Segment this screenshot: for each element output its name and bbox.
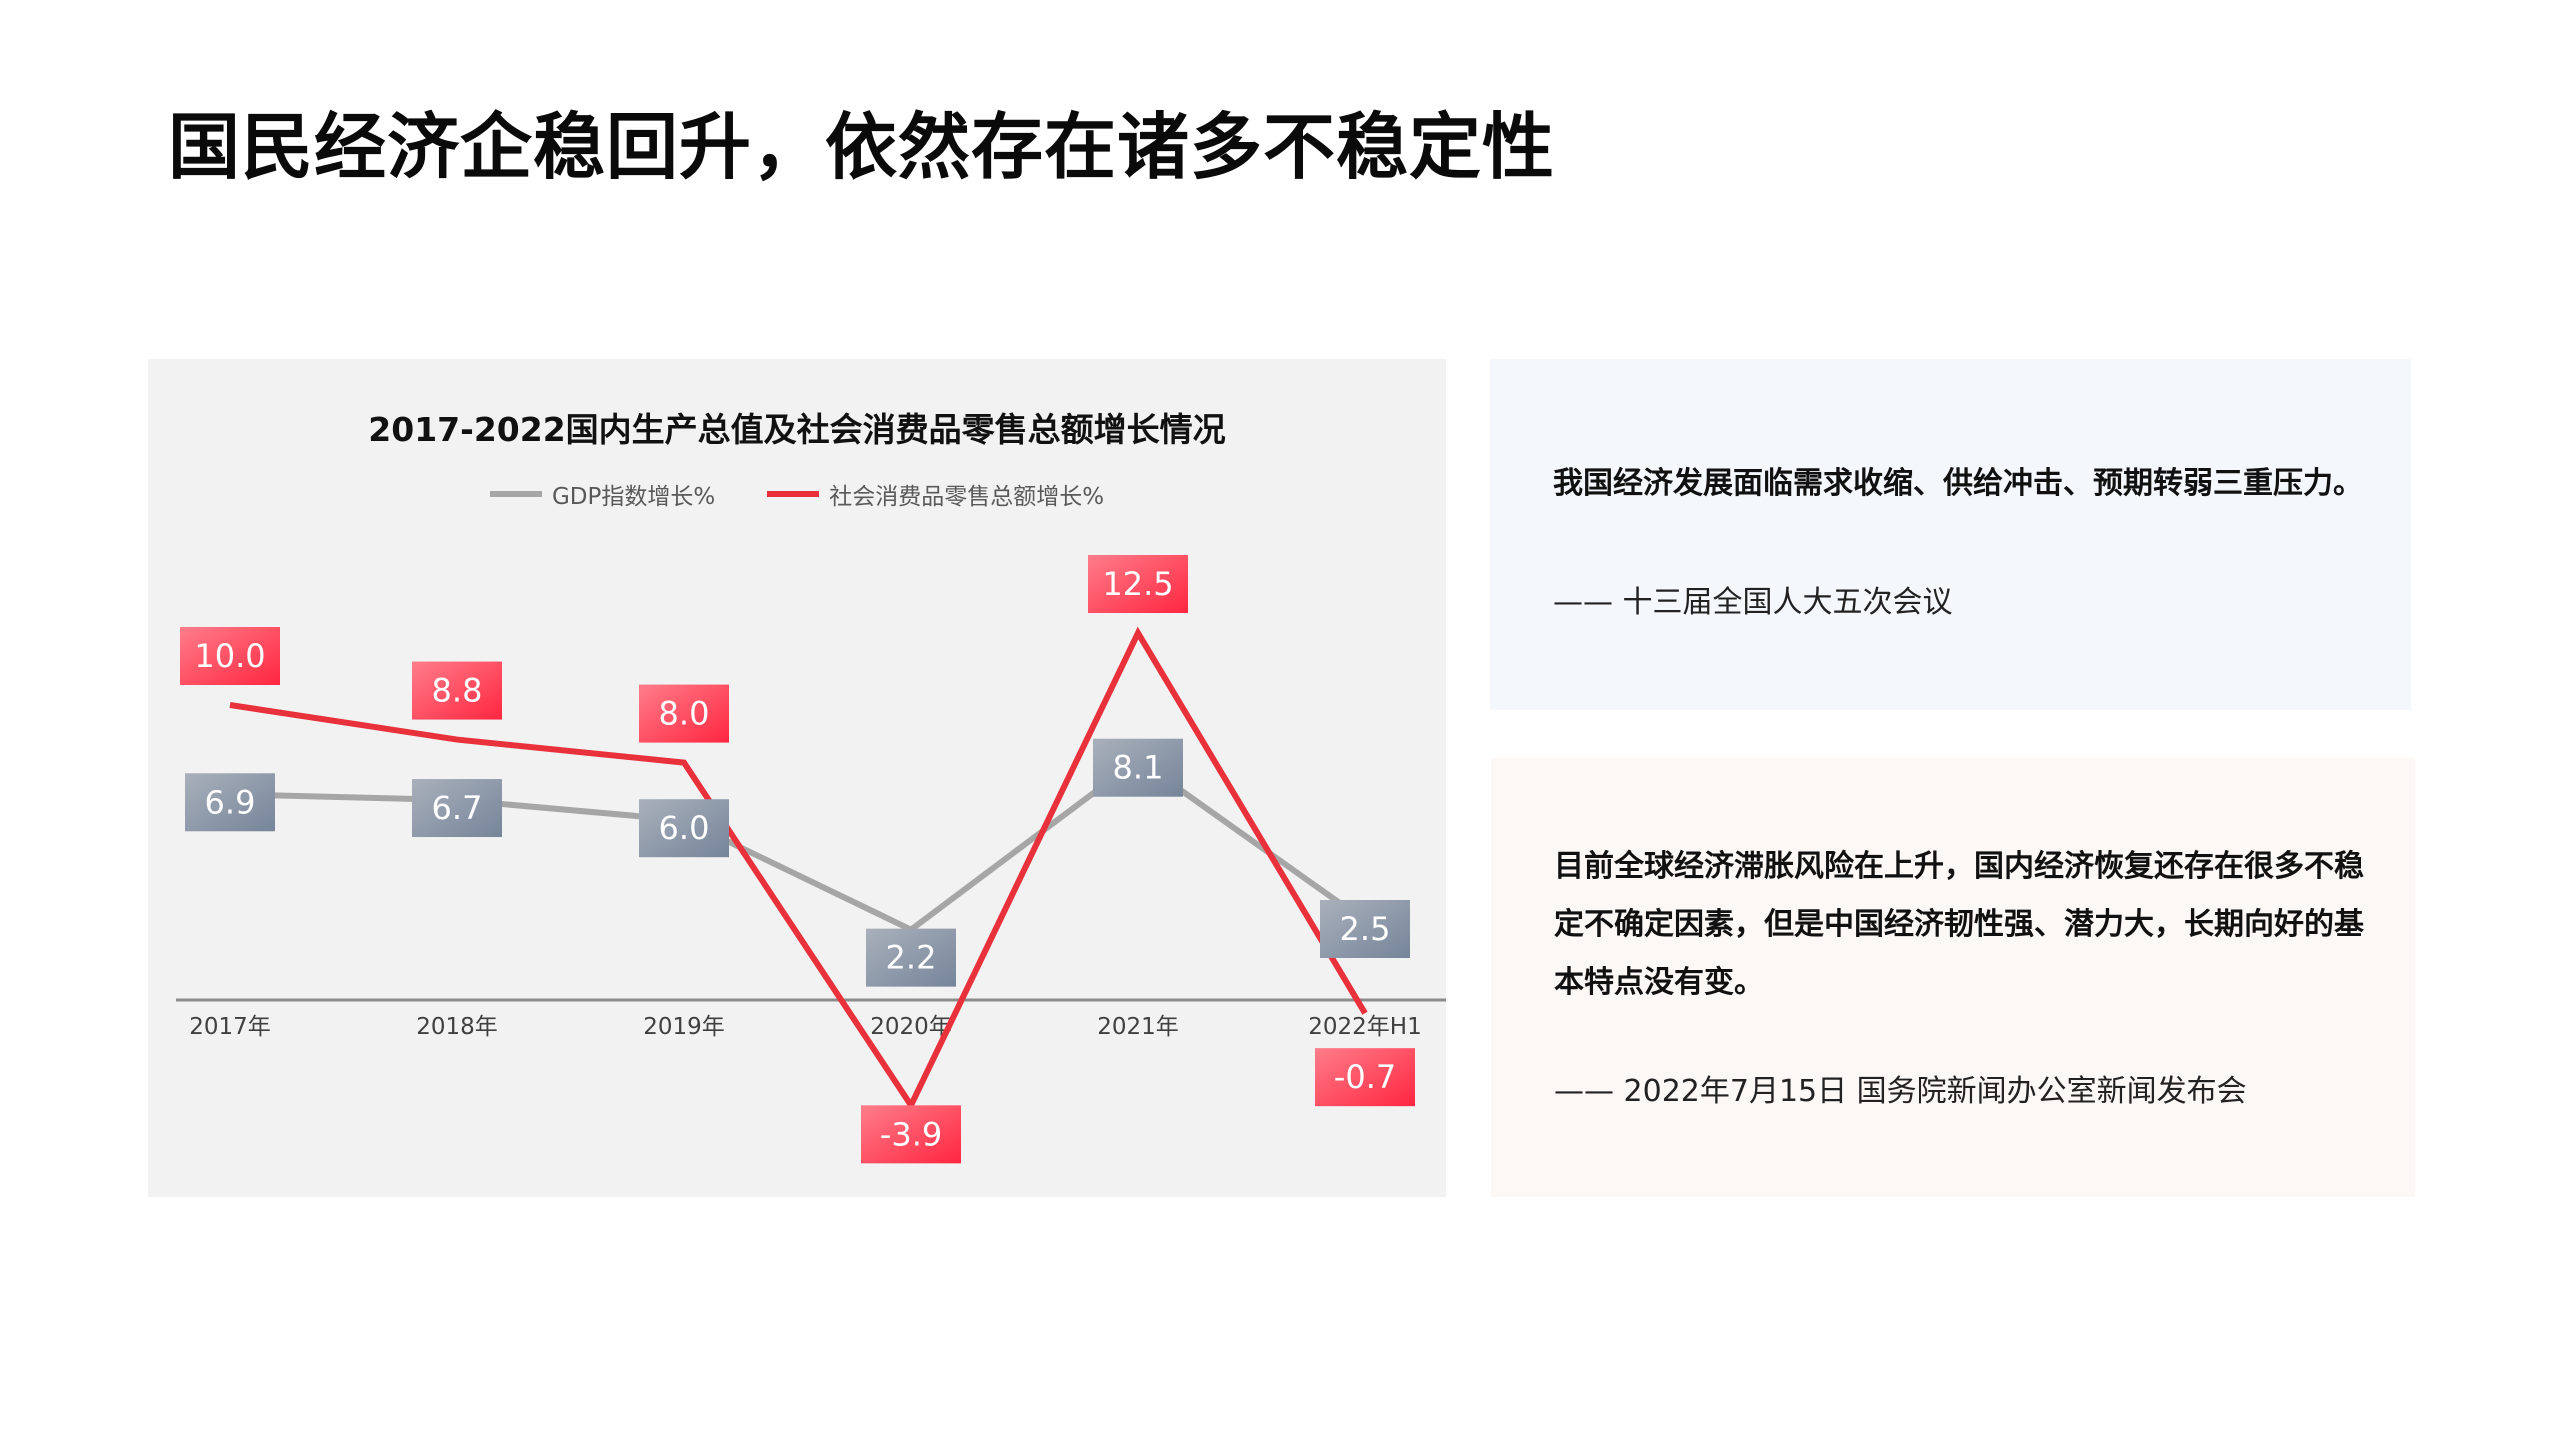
chart-legend: GDP指数增长% 社会消费品零售总额增长%: [148, 477, 1446, 511]
data-label-gdp: 6.9: [185, 773, 275, 832]
x-axis-label: 2022年H1: [1308, 1014, 1421, 1040]
data-label-retail: -3.9: [861, 1105, 961, 1164]
svg-text:6.7: 6.7: [432, 789, 483, 827]
x-axis-label: 2018年: [416, 1014, 498, 1040]
svg-text:6.0: 6.0: [659, 809, 710, 847]
x-axis-label: 2020年: [870, 1014, 952, 1040]
data-label-gdp: 2.2: [866, 928, 956, 987]
series-lines: [229, 626, 1368, 1112]
data-label-retail: 8.0: [639, 684, 729, 743]
data-label-retail: 12.5: [1088, 555, 1188, 613]
svg-text:8.8: 8.8: [432, 672, 483, 710]
quote-card-state-council: 目前全球经济滞胀风险在上升，国内经济恢复还存在很多不稳定不确定因素，但是中国经济…: [1491, 758, 2415, 1197]
data-label-gdp: 6.7: [412, 779, 502, 838]
chart-panel: 2017-2022国内生产总值及社会消费品零售总额增长情况 GDP指数增长% 社…: [148, 359, 1446, 1197]
data-label-retail: 10.0: [180, 627, 280, 685]
legend-item-gdp: GDP指数增长%: [489, 477, 716, 511]
legend-swatch-gdp: [489, 491, 542, 497]
quote-card-npc: 我国经济发展面临需求收缩、供给冲击、预期转弱三重压力。 —— 十三届全国人大五次…: [1490, 359, 2411, 710]
svg-text:6.9: 6.9: [205, 783, 256, 821]
series-line-gdp: [229, 756, 1367, 934]
chart-title: 2017-2022国内生产总值及社会消费品零售总额增长情况: [368, 410, 1226, 449]
x-axis-labels: 2017年 2018年 2019年 2020年 2021年 2022年H1: [189, 1014, 1422, 1040]
data-label-retail: 8.8: [412, 661, 502, 720]
svg-text:8.0: 8.0: [659, 695, 710, 733]
svg-text:2.5: 2.5: [1340, 910, 1391, 948]
data-label-gdp: 8.1: [1093, 738, 1183, 797]
quote-source: —— 十三届全国人大五次会议: [1553, 585, 1953, 620]
data-label-gdp: 2.5: [1320, 900, 1410, 958]
svg-text:10.0: 10.0: [194, 637, 265, 675]
x-axis-label: 2019年: [643, 1014, 725, 1040]
legend-label-retail: 社会消费品零售总额增长%: [829, 484, 1105, 510]
legend-swatch-retail: [767, 491, 820, 497]
quote-source: —— 2022年7月15日 国务院新闻办公室新闻发布会: [1554, 1074, 2247, 1109]
legend-item-retail: 社会消费品零售总额增长%: [767, 477, 1104, 511]
svg-text:-3.9: -3.9: [880, 1115, 942, 1153]
svg-text:-0.7: -0.7: [1334, 1058, 1396, 1096]
quote-text: 目前全球经济滞胀风险在上升，国内经济恢复还存在很多不稳定不确定因素，但是中国经济…: [1554, 849, 2364, 1000]
data-labels: 6.9 6.7 6.0 2.2 8.1 2.5 10.0 8.8 8.0 -3.9 12.5 -0.7: [180, 555, 1415, 1164]
svg-text:8.1: 8.1: [1113, 749, 1164, 787]
series-line-retail: [229, 626, 1368, 1112]
x-axis-label: 2021年: [1097, 1014, 1179, 1040]
quote-text: 我国经济发展面临需求收缩、供给冲击、预期转弱三重压力。: [1553, 466, 2363, 501]
legend-label-gdp: GDP指数增长%: [551, 484, 716, 510]
x-axis-label: 2017年: [189, 1014, 271, 1040]
svg-text:2.2: 2.2: [886, 939, 937, 977]
svg-text:12.5: 12.5: [1102, 565, 1173, 603]
page-title: 国民经济企稳回升，依然存在诸多不稳定性: [168, 105, 1556, 189]
data-label-retail: -0.7: [1315, 1048, 1415, 1107]
data-label-gdp: 6.0: [639, 799, 729, 858]
